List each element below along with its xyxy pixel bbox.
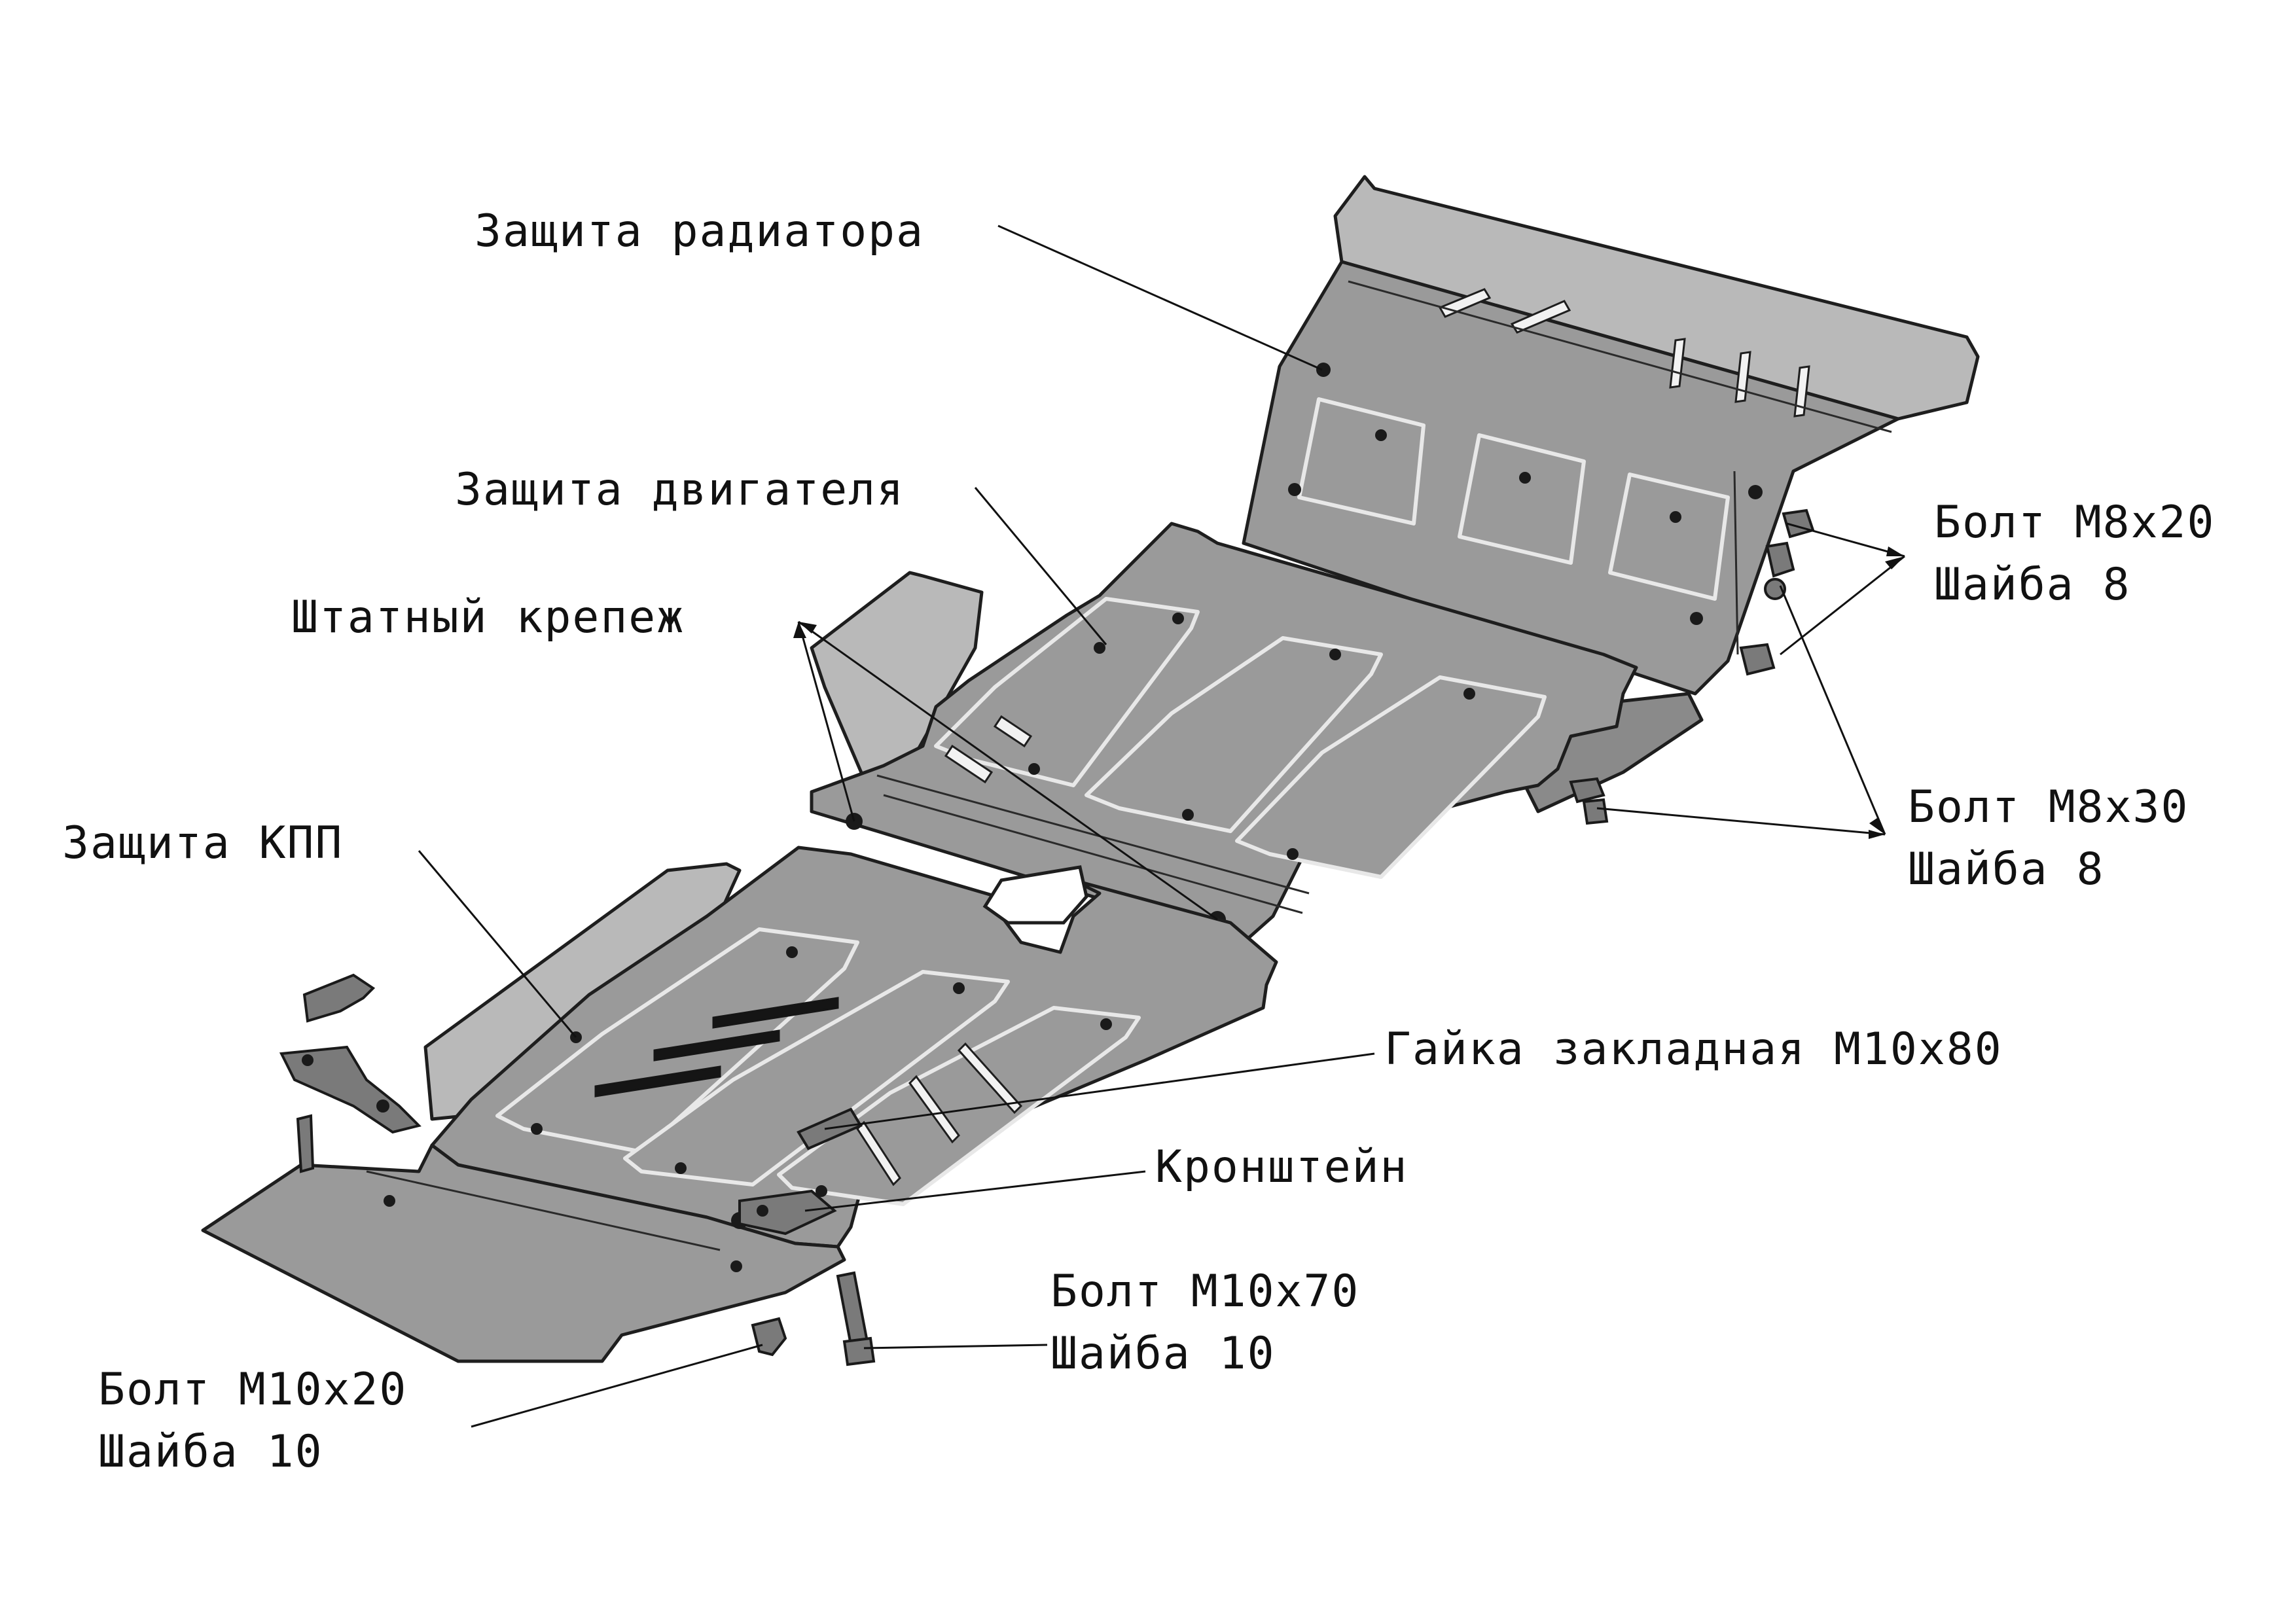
- label-radiator-guard: Защита радиатора: [475, 205, 925, 257]
- engine-guard-slot-2: [944, 744, 994, 784]
- bracket-clip: [302, 973, 376, 1023]
- engine-guard-rib-3: [1235, 675, 1547, 879]
- front-flap-plate: [201, 1143, 846, 1363]
- label-washer-8-a: Шайба 8: [1934, 559, 2131, 611]
- radiator-guard-top-flange: [1333, 175, 1980, 421]
- label-bolt-m10x20: Болт М10х20: [98, 1364, 408, 1416]
- radiator-vent-slot-2: [1510, 300, 1571, 334]
- left-pin: [296, 1114, 315, 1173]
- engine-guard-slot-1: [993, 715, 1033, 748]
- bolt-m10x70-part: [836, 1271, 876, 1366]
- engine-guard-rib-2: [1085, 636, 1383, 833]
- gearbox-guard-rib-1: [495, 927, 859, 1154]
- label-washer-8-b: Шайба 8: [1908, 844, 2105, 895]
- label-engine-guard: Защита двигателя: [455, 464, 905, 516]
- label-gearbox-guard: Защита КПП: [62, 817, 344, 869]
- radiator-guard-recess-3: [1608, 473, 1730, 601]
- gearbox-guard-bar-3: [594, 1065, 721, 1097]
- bolt-m10x20-part: [751, 1317, 787, 1357]
- label-standard-fastener: Штатный крепеж: [291, 592, 685, 643]
- front-flap: [201, 1143, 846, 1363]
- leader-lines: [418, 224, 1905, 1428]
- bolt-m8x30-parts: [1569, 777, 1609, 825]
- kronshtein-bracket: [738, 1189, 837, 1236]
- radiator-guard: [1242, 175, 1980, 696]
- label-washer-10-b: Шайба 10: [98, 1426, 323, 1478]
- label-washer-10-a: Шайба 10: [1050, 1328, 1276, 1380]
- gearbox-guard-bar-2: [653, 1029, 780, 1061]
- engine-guard: [810, 522, 1704, 944]
- engine-guard-rib-1: [934, 597, 1200, 787]
- label-embedded-nut: Гайка закладная М10х80: [1384, 1024, 2003, 1075]
- gearbox-guard-rib-2: [623, 970, 1010, 1186]
- label-bolt-m8x20: Болт М8х20: [1934, 497, 2215, 548]
- radiator-guard-recess-1: [1297, 397, 1426, 526]
- gearbox-guard: [423, 846, 1278, 1249]
- radiator-guard-recess-2: [1458, 433, 1586, 565]
- radiator-vent-slot-5: [1793, 365, 1810, 418]
- label-bracket: Кронштейн: [1155, 1141, 1408, 1193]
- gearbox-guard-bar-1: [712, 997, 839, 1029]
- gearbox-guard-rib-3: [777, 1006, 1141, 1206]
- gearbox-guard-cutout: [982, 865, 1088, 925]
- label-bolt-m8x30: Болт М8х30: [1908, 781, 2189, 833]
- label-bolt-m10x70: Болт М10х70: [1050, 1266, 1360, 1317]
